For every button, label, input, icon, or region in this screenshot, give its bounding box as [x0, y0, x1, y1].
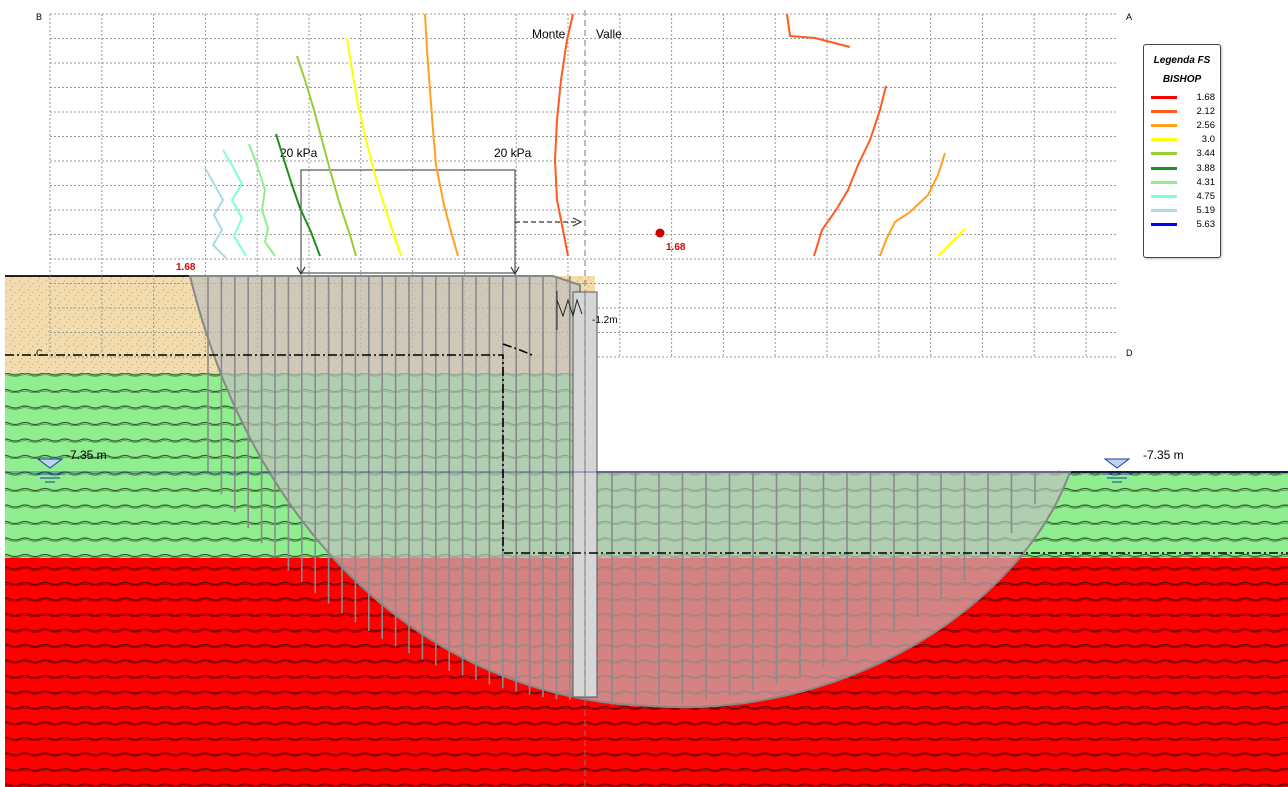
load-arrow-right: [510, 266, 520, 276]
water-symbol-right: [1102, 458, 1132, 483]
legend-swatch: [1151, 166, 1177, 170]
fs-contour-2-56-right: [879, 152, 946, 257]
slip-circle: [188, 275, 1072, 709]
legend-swatch: [1151, 180, 1177, 184]
load-label-right: 20 kPa: [494, 146, 532, 160]
fs-contour-5-19: [204, 167, 227, 259]
legend-item: 3.88: [1144, 161, 1220, 175]
corner-label-d: D: [1126, 348, 1133, 358]
legend-swatch: [1151, 95, 1177, 99]
legend-value: 1.68: [1196, 91, 1216, 103]
annotations: B A C D Monte Valle 1.68 1.68: [36, 12, 1133, 358]
analysis-boundaries: [5, 10, 1288, 787]
legend-value: 5.19: [1196, 205, 1216, 217]
water-tables: -7.35 m -7.35 m: [5, 448, 1288, 483]
load-label-left: 20 kPa: [280, 146, 318, 160]
boundary-step: [502, 343, 533, 356]
load-arrow-left: [296, 266, 306, 276]
legend-item: 5.19: [1144, 204, 1220, 218]
legend-item: 5.63: [1144, 218, 1220, 232]
embed-depth-label: -1.2m: [592, 315, 618, 326]
monte-label: Monte: [532, 27, 566, 41]
critical-slip-surface: [188, 275, 1072, 709]
corner-label-a: A: [1126, 12, 1132, 22]
spring-symbol: [556, 298, 583, 318]
slip-surface-fs: 1.68: [176, 262, 196, 273]
water-symbol-left: [35, 458, 65, 483]
legend-title: Legenda FS: [1153, 55, 1211, 66]
legend-swatch: [1151, 138, 1177, 142]
search-grid: [49, 13, 1118, 358]
fs-contours: [204, 13, 966, 259]
legend-value: 3.0: [1201, 134, 1215, 146]
legend-swatch: [1151, 109, 1177, 113]
fs-contour-2-12-top: [786, 13, 851, 48]
horizontal-load-arrowhead: [572, 217, 583, 227]
legend-value: 2.56: [1196, 119, 1216, 131]
surcharge-loads: 20 kPa 20 kPa: [280, 146, 583, 276]
water-level-right: -7.35 m: [1143, 448, 1184, 462]
fs-contour-4-75: [222, 149, 247, 257]
legend-swatch: [1151, 194, 1177, 198]
fs-contour-3-88: [275, 133, 321, 257]
legend-item: 2.56: [1144, 118, 1220, 132]
corner-label-b: B: [36, 12, 42, 22]
slip-slices: [207, 276, 1060, 705]
fs-contour-2-56: [424, 13, 459, 257]
legend-swatch: [1151, 209, 1177, 213]
legend-swatch: [1151, 223, 1177, 227]
legend-method: BISHOP: [1162, 74, 1202, 85]
legend-item: 4.31: [1144, 175, 1220, 189]
legend-value: 2.12: [1196, 105, 1216, 117]
critical-center-fs: 1.68: [666, 242, 686, 253]
fs-contour-3-0-right: [937, 228, 966, 257]
boundary-left: [5, 354, 1288, 554]
fs-contour-3-0: [346, 37, 402, 257]
legend-value: 4.75: [1196, 190, 1216, 202]
legend-items: 1.68 2.12 2.56 3.0 3.44 3.88 4.31 4.75 5.19 5.63: [1144, 90, 1220, 232]
fs-contour-4-31: [248, 143, 276, 257]
legend-item: 2.12: [1144, 104, 1220, 118]
legend-value: 3.88: [1196, 162, 1216, 174]
legend-value: 5.63: [1196, 219, 1216, 231]
legend-value: 4.31: [1196, 176, 1216, 188]
legend-value: 3.44: [1196, 148, 1216, 160]
fs-contour-2-12-right: [813, 85, 887, 257]
legend-swatch: [1151, 152, 1177, 156]
fs-legend: Legenda FS BISHOP 1.68 2.12 2.56 3.0 3.44 3.8…: [1143, 44, 1221, 258]
water-level-left: -7.35 m: [66, 448, 107, 462]
legend-swatch: [1151, 123, 1177, 127]
critical-center-marker: [655, 228, 665, 238]
legend-item: 3.44: [1144, 147, 1220, 161]
fs-contour-3-44: [296, 55, 357, 257]
fs-contour-1-68: [553, 13, 574, 257]
corner-label-c: C: [36, 348, 43, 358]
legend-item: 1.68: [1144, 90, 1220, 104]
valle-label: Valle: [596, 27, 622, 41]
legend-item: 4.75: [1144, 189, 1220, 203]
legend-item: 3.0: [1144, 133, 1220, 147]
